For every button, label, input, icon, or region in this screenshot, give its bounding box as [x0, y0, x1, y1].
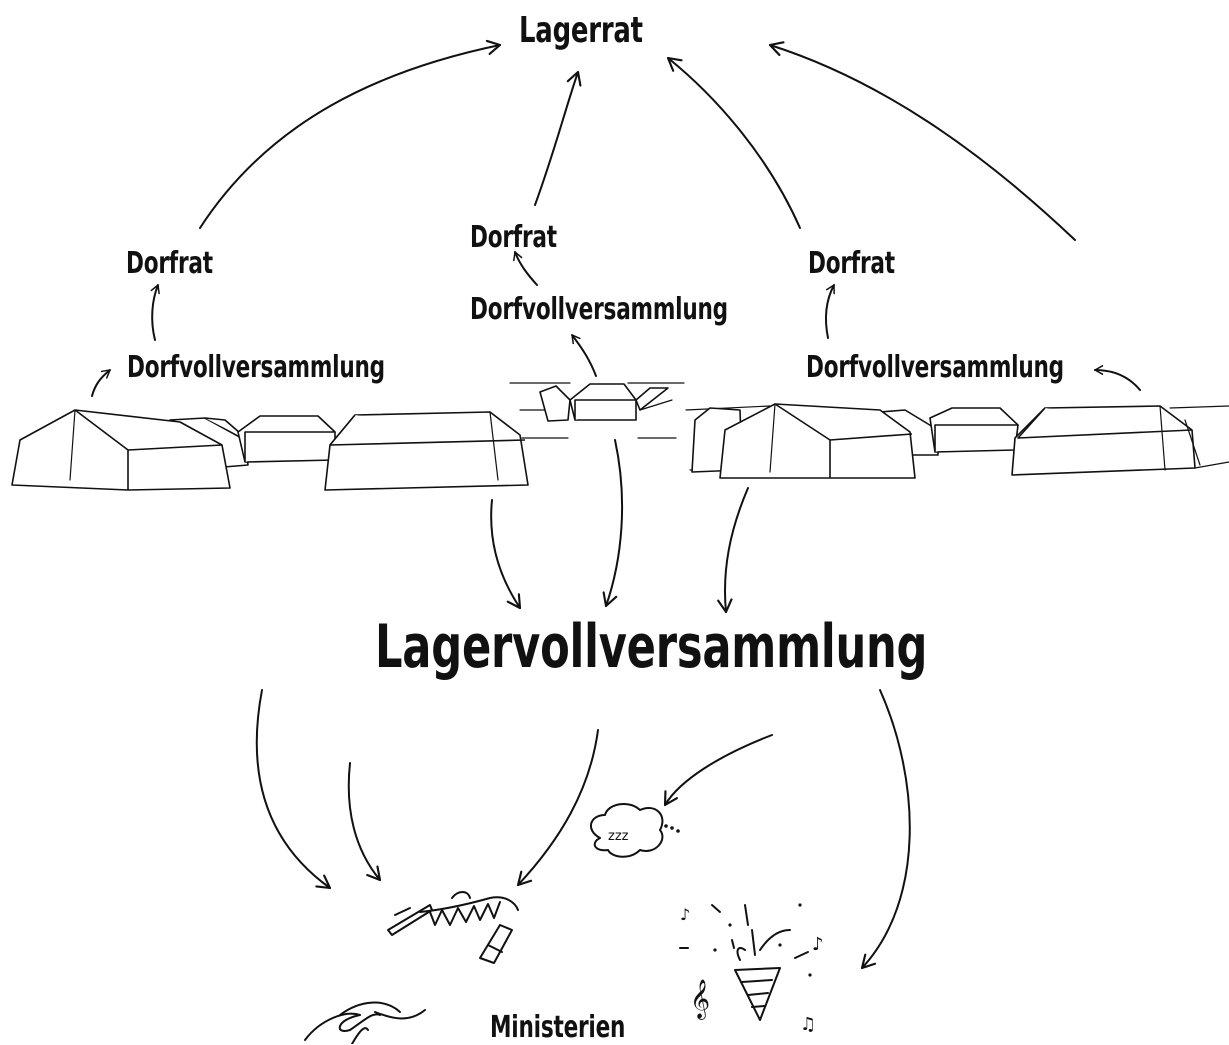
tents-left — [11, 409, 529, 491]
waves-icon — [304, 1001, 426, 1044]
svg-text:zzz: zzz — [608, 829, 629, 844]
arrow-mid-assembly-to-dorfrat — [513, 251, 538, 286]
lagervollversammlung-label: Lagervollversammlung — [375, 612, 928, 682]
svg-text:♪: ♪ — [680, 905, 690, 924]
crafts-icon — [387, 891, 519, 964]
village-left-assembly-label: Dorfvollversammlung — [127, 350, 385, 385]
arrow-left-tents-to-lagervollversammlung — [490, 499, 522, 610]
arrow-to-ministry-waves — [255, 689, 332, 890]
svg-text:𝄞: 𝄞 — [690, 979, 710, 1020]
arrow-to-ministry-crafts-1 — [347, 762, 382, 882]
arrow-to-ministry-sleep — [663, 734, 773, 807]
arrow-mid-tents-to-lagervollversammlung — [602, 439, 624, 608]
party-icon: ♪ ♪ ♫ 𝄞 — [679, 903, 824, 1035]
tents-middle — [509, 382, 685, 439]
village-middle-assembly-label: Dorfvollversammlung — [470, 292, 728, 327]
village-middle-dorfrat-label: Dorfrat — [470, 220, 557, 255]
arrow-to-ministry-party — [860, 689, 911, 970]
arrow-mid-tents-to-assembly — [571, 334, 597, 377]
arrow-right-tents-to-lagervollversammlung — [717, 487, 749, 614]
village-right-assembly-label: Dorfvollversammlung — [806, 350, 1064, 385]
arrow-to-ministry-crafts-2 — [516, 729, 599, 887]
arrow-right-dorfrat-to-lagerrat — [666, 56, 801, 229]
arrow-left-tents-to-assembly — [91, 369, 111, 397]
sleep-cloud-icon: zzz — [590, 803, 680, 858]
village-right-dorfrat-label: Dorfrat — [808, 246, 895, 281]
lagerrat-label: Lagerrat — [519, 10, 643, 51]
arrow-far-right-to-lagerrat — [768, 41, 1076, 241]
arrow-left-assembly-to-dorfrat — [150, 284, 160, 341]
svg-text:♫: ♫ — [800, 1014, 816, 1035]
ministerien-label: Ministerien — [490, 1010, 626, 1045]
arrow-left-dorfrat-to-lagerrat — [199, 39, 502, 229]
arrow-right-assembly-to-dorfrat — [825, 284, 835, 339]
arrow-right-tents-to-assembly — [1094, 365, 1141, 391]
tents-right — [685, 403, 1229, 479]
village-left-dorfrat-label: Dorfrat — [126, 246, 213, 281]
arrow-mid-dorfrat-to-lagerrat — [534, 70, 582, 206]
svg-text:♪: ♪ — [812, 934, 824, 955]
